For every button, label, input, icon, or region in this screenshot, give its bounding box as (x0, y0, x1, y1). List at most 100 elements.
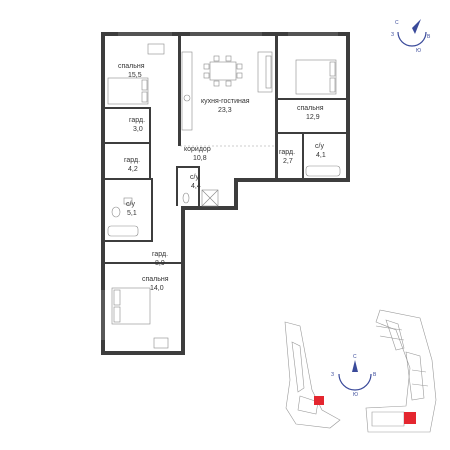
compass-bottom-w: З (331, 372, 334, 378)
compass-bottom-n: С (353, 354, 357, 360)
room-label-kitchen-living: кухня-гостиная (201, 98, 250, 105)
chair-7 (213, 80, 220, 87)
wall-int-ward4-bottom (105, 262, 181, 264)
wall-top (101, 32, 350, 36)
room-label-wardrobe-3: гард. (279, 149, 295, 156)
wall-right (346, 32, 350, 182)
site-left-building-2 (297, 395, 319, 415)
wall-left (101, 32, 105, 355)
room-area-bedroom-top-left: 15,5 (128, 72, 142, 79)
wall-step-bottom (181, 206, 238, 210)
bed-right (295, 59, 337, 95)
desk-top-left (147, 43, 165, 55)
compass-bottom-arc (338, 373, 372, 391)
room-area-bathroom-center: 4,4 (191, 183, 201, 190)
walls (101, 32, 350, 355)
wall-step (234, 178, 238, 210)
room-area-bathroom-left: 5,1 (127, 210, 137, 217)
room-area-kitchen-living: 23,3 (218, 107, 232, 114)
room-label-wardrobe-1: гард. (129, 117, 145, 124)
compass-top-s: Ю (416, 48, 421, 54)
wall-int-bath-left-bottom (105, 240, 153, 242)
site-right-building-1 (385, 319, 405, 351)
room-label-bathroom-right: с/у (315, 143, 324, 150)
kitchen-counter (181, 51, 193, 131)
room-label-wardrobe-2: гард. (124, 157, 140, 164)
site-hatch-2 (379, 335, 405, 341)
site-apartment-marker-right (404, 412, 416, 424)
pillow-top-left-1 (141, 79, 148, 91)
bathtub-left (107, 225, 139, 237)
site-hatch-1 (375, 325, 403, 331)
dining-table (209, 61, 237, 81)
site-hatch-3 (411, 369, 427, 373)
wall-int-bath-left-right (151, 180, 153, 242)
bed-bottom (111, 287, 151, 325)
room-area-wardrobe-4: 8,9 (155, 260, 165, 267)
wall-int-right-divider (278, 132, 346, 134)
room-label-bedroom-right: спальня (297, 105, 324, 112)
wall-int-bath-center-top (176, 166, 200, 168)
chair-1 (203, 63, 210, 70)
wall-int-ward3-left (275, 132, 278, 180)
shower-center (201, 189, 219, 207)
chair-4 (236, 72, 243, 79)
wall-int-bed-right-bottom (278, 98, 346, 100)
pillow-top-left-2 (141, 91, 148, 103)
room-area-bedroom-bottom: 14,0 (150, 285, 164, 292)
shower-cross-2 (201, 189, 219, 207)
room-area-wardrobe-2: 4,2 (128, 166, 138, 173)
compass-bottom-e: В (373, 372, 377, 378)
wall-right-lower (181, 206, 185, 355)
wall-int-kitchen-right (275, 36, 278, 140)
sofa-back (265, 55, 272, 89)
room-area-wardrobe-1: 3,0 (133, 126, 143, 133)
compass-top: С В Ю З (391, 19, 431, 54)
compass-bottom: С В Ю З (331, 354, 377, 398)
room-label-bathroom-left: с/у (126, 201, 135, 208)
compass-top-e: В (427, 34, 431, 40)
site-left-building-1 (291, 341, 305, 393)
kitchen-sink (183, 94, 191, 102)
wall-int-ward2-right (149, 144, 151, 180)
windows (101, 32, 338, 340)
bed-top-left (107, 77, 149, 105)
room-label-wardrobe-4: гард. (152, 251, 168, 258)
chair-6 (225, 55, 232, 62)
sofa (257, 51, 273, 93)
pillow-bottom-1 (113, 289, 121, 306)
bathtub-right (305, 165, 341, 177)
wall-int-bed1-bottom (105, 107, 151, 109)
chair-8 (225, 80, 232, 87)
toilet-center (182, 192, 190, 204)
furniture (107, 43, 341, 349)
wall-int-kitchen-left (178, 36, 181, 146)
sink-left (123, 197, 133, 205)
room-area-bedroom-right: 12,9 (306, 114, 320, 121)
room-label-bedroom-bottom: спальня (142, 276, 169, 283)
desk-bottom (153, 337, 169, 349)
pillow-right-2 (329, 77, 336, 93)
site-right-building-2 (405, 351, 425, 401)
compass-bottom-needle (352, 360, 358, 372)
site-hatch-4 (411, 383, 429, 387)
pillow-bottom-2 (113, 306, 121, 323)
site-right-building-3 (371, 411, 405, 427)
wall-bottom (101, 351, 185, 355)
compass-top-arc (397, 31, 427, 47)
chair-2 (203, 72, 210, 79)
site-right-outline (365, 309, 437, 433)
wall-int-ward1-right (149, 107, 151, 144)
pillow-right-1 (329, 61, 336, 77)
wall-int-ward2-bottom (105, 178, 153, 180)
toilet-left (111, 206, 121, 218)
wall-right-bottom (234, 178, 350, 182)
room-area-bathroom-right: 4,1 (316, 152, 326, 159)
room-label-bathroom-center: с/у (190, 174, 199, 181)
chair-5 (213, 55, 220, 62)
compass-top-needle (412, 19, 421, 34)
site-left-outline (284, 321, 341, 429)
compass-top-n: С (395, 20, 399, 26)
